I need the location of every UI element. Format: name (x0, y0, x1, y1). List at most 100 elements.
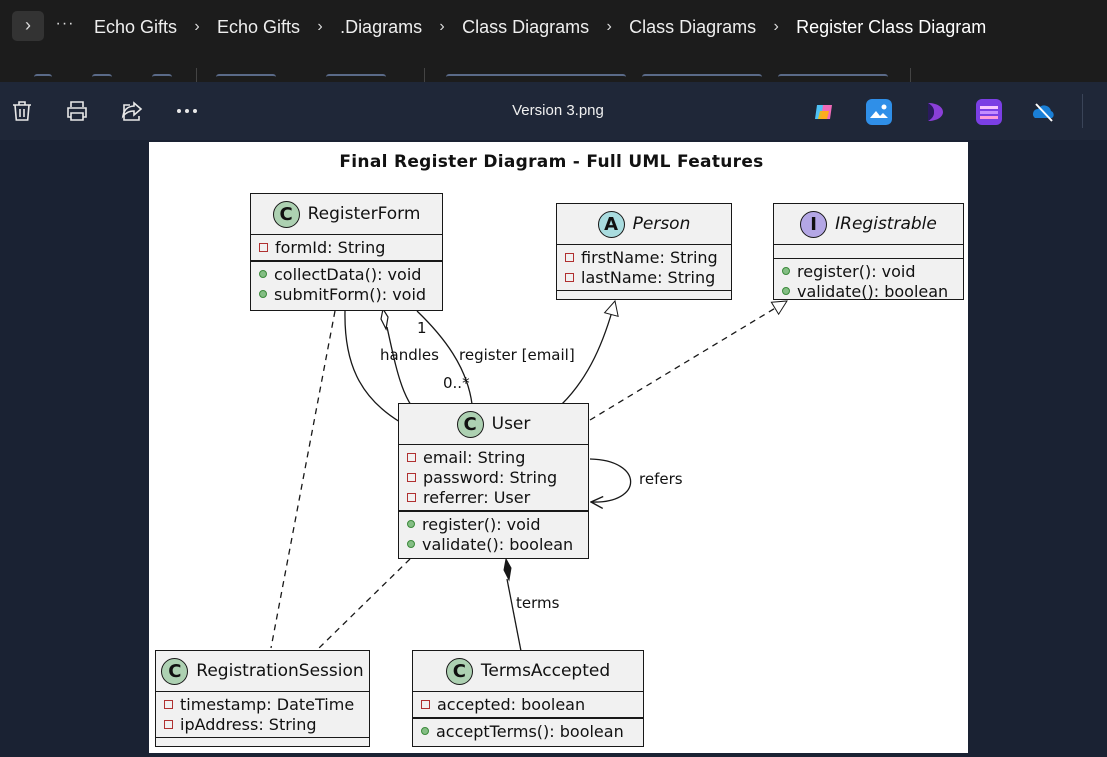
command-item[interactable] (326, 74, 386, 82)
diagram-connectors (270, 142, 968, 652)
class-name: User (491, 414, 531, 434)
public-icon (782, 287, 790, 295)
class-name: Person (632, 214, 691, 234)
diagram-title: Final Register Diagram - Full UML Featur… (339, 152, 764, 172)
method-row: validate(): boolean (782, 281, 955, 301)
command-item[interactable] (446, 74, 626, 82)
chevron-right-icon: › (317, 18, 323, 35)
command-item[interactable] (778, 74, 888, 82)
class-name: RegisterForm (307, 204, 421, 224)
designer-icon[interactable] (922, 99, 948, 125)
field-row: firstName: String (565, 247, 723, 267)
breadcrumb-bar: › ··· Echo Gifts › Echo Gifts › .Diagram… (0, 0, 1107, 54)
public-icon (407, 540, 415, 548)
field-row: password: String (407, 467, 580, 487)
relation-label-handles: handles (380, 346, 439, 364)
relation-label-refers: refers (639, 470, 683, 488)
more-icon[interactable] (173, 97, 201, 125)
class-person: A Person firstName: String lastName: Stri… (556, 203, 732, 300)
divider (910, 68, 911, 82)
self-association-line (590, 458, 632, 502)
copilot-icon[interactable] (811, 99, 837, 125)
chevron-right-icon: › (773, 18, 779, 35)
class-badge: C (272, 200, 300, 228)
method-row: collectData(): void (259, 264, 434, 284)
interface-badge: I (800, 210, 828, 238)
public-icon (421, 727, 429, 735)
association-line (344, 310, 401, 423)
field-row: email: String (407, 447, 580, 467)
breadcrumb-item[interactable]: Echo Gifts (217, 16, 301, 37)
private-icon (259, 242, 268, 252)
private-icon (164, 699, 173, 709)
onedrive-icon[interactable] (1031, 99, 1057, 125)
command-bar (0, 54, 1107, 82)
public-icon (259, 270, 267, 278)
relation-label-register-email: register [email] (459, 346, 575, 364)
breadcrumb-item[interactable]: .Diagrams (340, 16, 423, 37)
public-icon (407, 520, 415, 528)
divider (1082, 94, 1083, 128)
command-item[interactable] (642, 74, 762, 82)
class-badge: C (445, 657, 473, 685)
method-row: submitForm(): void (259, 284, 434, 304)
print-icon[interactable] (63, 97, 91, 125)
viewer-toolbar: Version 3.png (0, 82, 1107, 140)
image-canvas: Final Register Diagram - Full UML Featur… (149, 142, 968, 753)
realization-line (589, 301, 787, 421)
breadcrumb-item[interactable]: Echo Gifts (94, 16, 178, 37)
class-registerform: C RegisterForm formId: String collectData… (250, 193, 443, 311)
private-icon (421, 699, 430, 709)
breadcrumb-item[interactable]: Class Diagrams (462, 16, 590, 37)
field-row: timestamp: DateTime (164, 694, 361, 714)
command-icon[interactable] (34, 74, 52, 82)
chevron-right-icon: › (439, 18, 445, 35)
private-icon (565, 252, 574, 262)
breadcrumb: Echo Gifts › Echo Gifts › .Diagrams › Cl… (94, 15, 986, 39)
photos-icon[interactable] (866, 99, 892, 125)
method-row: validate(): boolean (407, 534, 580, 554)
aggregation-diamond (380, 307, 389, 331)
public-icon (782, 267, 790, 275)
class-badge: C (161, 657, 189, 685)
relation-label-terms: terms (516, 594, 560, 612)
share-icon[interactable] (118, 97, 146, 125)
more-breadcrumbs-button[interactable]: ··· (55, 15, 75, 32)
public-icon (259, 290, 267, 298)
field-row: formId: String (259, 237, 434, 257)
private-icon (565, 272, 574, 282)
command-item[interactable] (216, 74, 276, 82)
expand-breadcrumb-button[interactable]: › (12, 11, 44, 41)
composition-line (506, 578, 522, 652)
class-name: RegistrationSession (196, 661, 364, 681)
command-icon[interactable] (92, 74, 112, 82)
private-icon (407, 472, 416, 482)
command-icon[interactable] (152, 74, 172, 82)
composition-diamond (503, 557, 512, 582)
chevron-right-icon: › (194, 18, 200, 35)
dependency-line (318, 558, 411, 649)
trash-icon[interactable] (8, 97, 36, 125)
breadcrumb-item[interactable]: Class Diagrams (629, 16, 757, 37)
field-row: accepted: boolean (421, 694, 635, 714)
field-row: lastName: String (565, 267, 723, 287)
method-row: register(): void (782, 261, 955, 281)
field-row: ipAddress: String (164, 714, 361, 734)
divider (424, 68, 425, 82)
class-badge: A (597, 210, 625, 238)
method-row: register(): void (407, 514, 580, 534)
class-registrationsession: C RegistrationSession timestamp: DateTime… (155, 650, 370, 747)
chevron-right-icon: › (606, 18, 612, 35)
private-icon (407, 492, 416, 502)
generalization-line (561, 301, 615, 405)
file-name: Version 3.png (512, 102, 604, 119)
method-row: acceptTerms(): boolean (421, 721, 635, 741)
class-badge: C (456, 410, 484, 438)
clipchamp-icon[interactable] (976, 99, 1002, 125)
association-line-register (416, 310, 473, 405)
divider (196, 68, 197, 82)
class-name: TermsAccepted (480, 661, 611, 681)
breadcrumb-current[interactable]: Register Class Diagram (796, 16, 987, 37)
